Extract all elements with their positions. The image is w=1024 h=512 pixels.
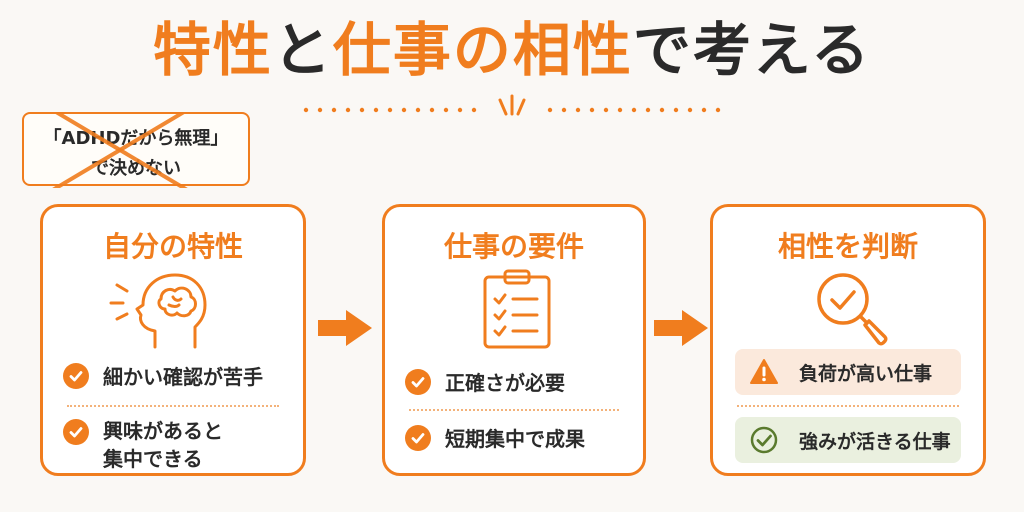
requirement-item-2: 短期集中で成果 [405, 425, 623, 453]
check-badge-icon [405, 425, 431, 451]
trait-item-2: 興味があると 集中できる [63, 417, 283, 473]
pill-text: 負荷が高い仕事 [799, 362, 933, 385]
check-badge-icon [63, 363, 89, 389]
requirement-text: 正確さが必要 [445, 371, 565, 395]
arrow-right-icon [318, 310, 372, 346]
trait-text: 細かい確認が苦手 [103, 365, 263, 389]
title-part-consider: で考える [632, 16, 872, 84]
clipboard-checklist-icon [483, 269, 551, 349]
check-circle-icon [750, 426, 778, 454]
title-part-compatibility: 仕事の相性 [332, 16, 633, 84]
page-title: 特性と仕事の相性で考える [0, 14, 1024, 86]
divider [409, 409, 619, 411]
title-part-traits: 特性 [152, 16, 273, 84]
high-load-job-pill: 負荷が高い仕事 [735, 349, 961, 395]
trait-text-line-1: 興味があると [103, 419, 223, 443]
pill-text: 強みが活きる仕事 [799, 430, 951, 453]
warning-icon [750, 359, 778, 384]
arrow-right-icon [654, 310, 708, 346]
check-badge-icon [63, 419, 89, 445]
card-my-traits: 自分の特性 細かい確認が苦手 興味があると 集中できる [40, 204, 306, 476]
trait-text-line-2: 集中できる [103, 447, 203, 471]
trait-item-1: 細かい確認が苦手 [63, 363, 283, 391]
card-title: 自分の特性 [102, 230, 243, 263]
misconception-note: 「ADHDだから無理」 で決めない [22, 112, 250, 188]
divider [737, 405, 959, 407]
card-job-requirements: 仕事の要件 正確さが必要 短期集中で成果 [382, 204, 646, 476]
requirement-item-1: 正確さが必要 [405, 369, 623, 397]
check-badge-icon [405, 369, 431, 395]
magnifier-check-icon [817, 273, 888, 346]
strength-job-pill: 強みが活きる仕事 [735, 417, 961, 463]
card-judge-compatibility: 相性を判断 負荷が高い仕事 強みが活きる仕事 [710, 204, 986, 476]
trait-text: 興味があると 集中できる [103, 417, 223, 473]
card-title: 仕事の要件 [443, 230, 584, 263]
title-part-and: と [272, 16, 333, 84]
card-title: 相性を判断 [777, 230, 918, 263]
requirement-text: 短期集中で成果 [445, 427, 585, 451]
divider [67, 405, 279, 407]
head-brain-icon [109, 273, 207, 349]
cross-out-icon [52, 114, 188, 188]
title-underline-decoration [303, 94, 721, 116]
